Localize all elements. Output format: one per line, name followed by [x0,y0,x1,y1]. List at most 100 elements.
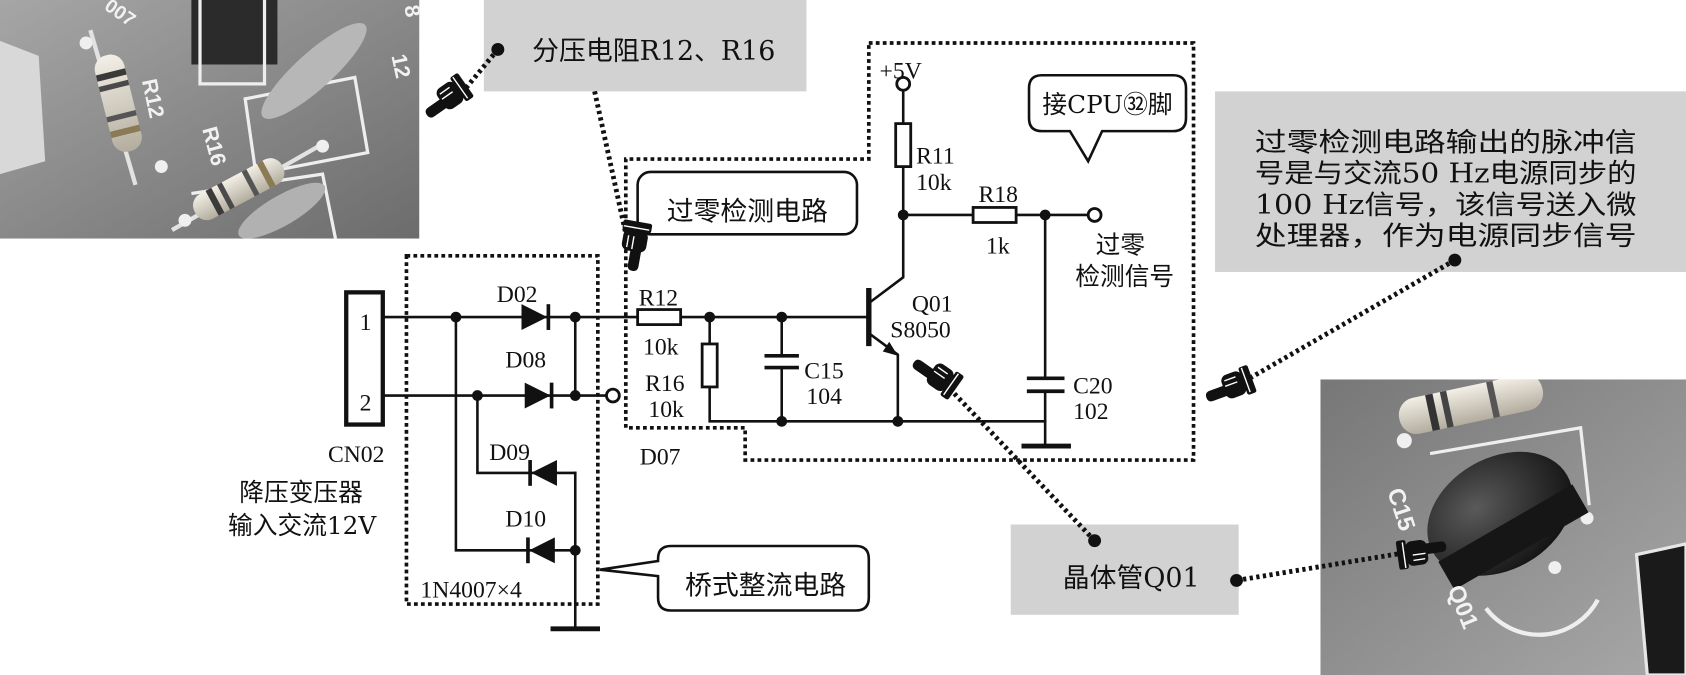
transistor-q01-part: S8050 [890,318,950,344]
capacitor-c20-symbol [1026,376,1065,394]
capacitor-c20-value: 102 [1073,399,1108,425]
solder-pad [178,213,192,227]
diode-d02 [521,304,551,330]
leader-dot [491,42,505,56]
resistor-r18-symbol [971,206,1018,224]
connector-block [0,40,46,175]
leader-dot [1448,253,1462,267]
resistor-body [1398,379,1544,435]
junction-dot [569,390,581,401]
diode-d10-label: D10 [505,507,546,533]
silkscreen-outline [1429,425,1591,506]
cpu-pin-bubble [1027,73,1188,164]
solder-pad [79,36,93,50]
capacitor-c15-symbol [764,353,799,370]
junction-dot [450,311,462,323]
zero-cross-circuit-label: 过零检测电路 [667,196,828,227]
leader-line [938,376,1097,543]
junction-dots [450,209,1051,556]
callout-description-line: 100 Hz信号，该信号送入微 [1255,190,1637,221]
zero-cross-circuit-label-box [636,170,859,236]
junction-dot [704,311,716,323]
junction-dot [776,311,788,323]
callout-description-line: 号是与交流50 Hz电源同步的 [1255,159,1637,190]
callout-panel [1010,524,1239,615]
connector-ref: CN02 [328,442,384,468]
callout-divider-resistors: 分压电阻R12、R16 [532,36,775,67]
junction-dot [776,415,788,427]
connector-pin-2: 2 [360,391,372,417]
transistor-body [1427,451,1589,590]
callout-description-line: 处理器，作为电源同步信号 [1255,221,1637,252]
supply-label: +5V [880,58,922,84]
resistor-r12-value: 10k [643,335,679,361]
pointing-hand-icon [416,71,475,126]
resistor-r16-ref: R16 [645,371,685,397]
solder-pad [1548,561,1562,574]
silkscreen-arc [1484,598,1600,637]
zero-cross-region-outline [623,41,1196,462]
diode-d08 [524,382,554,409]
resistor-r12 [94,54,142,152]
bridge-rectifier-label: 桥式整流电路 [685,570,846,601]
junction-dot [892,415,904,427]
callout-panel [1215,91,1686,272]
transistor-q01-symbol [866,288,898,356]
solder-pad [316,139,330,153]
cpu-pin-label: 接CPU㉜脚 [1042,90,1172,119]
resistor-r18-ref: R18 [978,182,1017,208]
solder-pad [154,160,168,174]
callout-description-line: 过零检测电路输出的脉冲信 [1255,128,1637,159]
pcb-photo-resistors: R12 R16 007 8 12 [0,0,425,239]
leader-line [592,90,630,240]
resistor-r16 [193,158,285,221]
callout-panel [483,0,807,92]
resistor-r16-value: 10k [648,397,684,423]
resistor-r18-value: 1k [986,234,1010,260]
terminal-output [1086,207,1103,223]
transistor-q01-ref: Q01 [912,292,953,318]
capacitor-c20-ref: C20 [1073,373,1112,399]
resistor-r12-symbol [636,308,683,326]
terminal-5v [895,75,912,92]
diode-d08-label: D08 [505,348,546,374]
photo-label-8: 8 [399,3,425,19]
photo-label-12: 12 [387,52,415,80]
pointing-hand-icon [1199,363,1258,410]
silkscreen-outline [198,0,267,86]
diode-d09-label: D09 [489,440,530,466]
diode-d07-label: D07 [640,444,681,470]
capacitor-body [261,22,367,119]
solder-pad [1396,433,1412,449]
output-label-line: 过零 [1096,231,1145,260]
output-label-line: 检测信号 [1075,262,1174,291]
terminal-d07 [605,387,621,404]
diode-d10 [526,537,555,564]
leader-line [1236,551,1401,583]
capacitor-body [238,182,326,239]
connector-cn02 [344,290,385,427]
leader-dot [1230,573,1243,587]
wire [867,331,900,423]
diode-d09 [528,460,557,486]
component-body [1634,542,1686,675]
diode-d02-label: D02 [497,282,538,308]
input-label-line: 降压变压器 [239,478,363,507]
junction-dot [569,544,581,556]
bridge-rectifier-bubble [599,544,871,612]
junction-dot [569,311,581,323]
bridge-part-label: 1N4007×4 [420,578,522,604]
capacitor-c15-ref: C15 [804,358,843,384]
junction-dot [1039,209,1051,221]
leader-dot [1088,534,1102,548]
resistor-r16-symbol [700,342,719,389]
wire [708,315,1047,423]
junction-dot [897,209,909,221]
resistor-r12-ref: R12 [639,285,678,311]
callout-transistor: 晶体管Q01 [1063,563,1200,594]
input-label-line: 输入交流12V [228,511,377,540]
connector-pin-1: 1 [360,310,372,336]
resistor-r11-value: 10k [916,170,952,196]
capacitor-c15-value: 104 [806,384,842,410]
